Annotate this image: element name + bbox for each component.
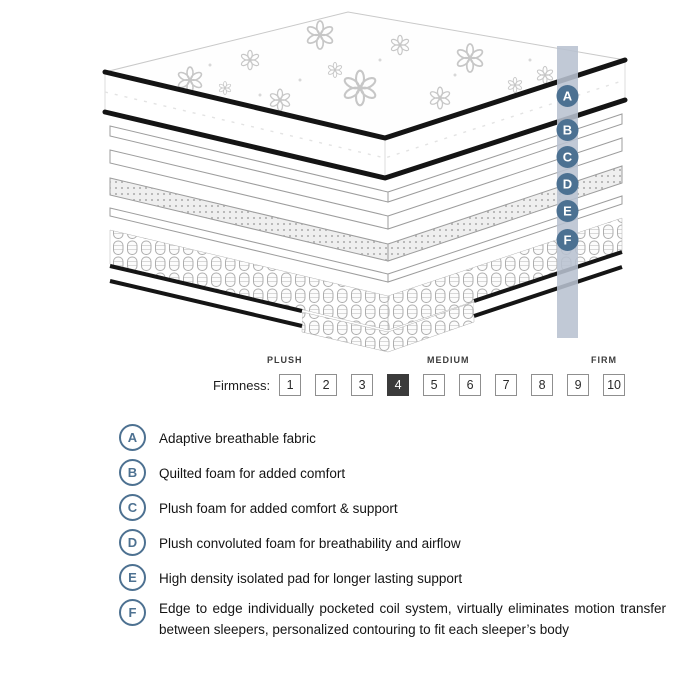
plush-label: PLUSH xyxy=(267,355,303,365)
layer-badge-f: F xyxy=(556,229,579,251)
firmness-level-1: 1 xyxy=(279,374,302,396)
legend-badge-d: D xyxy=(119,529,146,556)
svg-text:F: F xyxy=(564,233,572,248)
layer-legend: A Adaptive breathable fabric B Quilted f… xyxy=(119,424,666,641)
layer-badge-c: C xyxy=(556,146,579,168)
legend-badge-f: F xyxy=(119,599,146,626)
legend-text-d: Plush convoluted foam for breathability … xyxy=(159,535,461,551)
firmness-level-5: 5 xyxy=(423,374,446,396)
firmness-title: Firmness: xyxy=(213,377,271,393)
svg-text:A: A xyxy=(563,89,573,104)
firmness-level-4-selected: 4 xyxy=(387,374,410,396)
legend-item-c: C Plush foam for added comfort & support xyxy=(119,494,666,521)
medium-label: MEDIUM xyxy=(427,355,470,365)
legend-item-d: D Plush convoluted foam for breathabilit… xyxy=(119,529,666,556)
firmness-scale: PLUSH MEDIUM FIRM Firmness: 1 2 3 4 5 6 … xyxy=(0,355,700,396)
layer-badge-e: E xyxy=(556,200,579,222)
legend-item-e: E High density isolated pad for longer l… xyxy=(119,564,666,591)
legend-text-f: Edge to edge individually pocketed coil … xyxy=(159,601,666,637)
svg-text:E: E xyxy=(563,204,572,219)
firmness-range-labels: PLUSH MEDIUM FIRM xyxy=(0,355,700,368)
layer-badge-a: A xyxy=(556,85,579,107)
legend-item-a: A Adaptive breathable fabric xyxy=(119,424,666,451)
layer-f-pocketed-coils xyxy=(109,217,623,353)
layer-a-top-mattress xyxy=(102,11,628,181)
firm-label: FIRM xyxy=(591,355,617,365)
layer-badge-d: D xyxy=(556,173,579,195)
legend-text-a: Adaptive breathable fabric xyxy=(159,430,316,446)
firmness-level-9: 9 xyxy=(567,374,590,396)
legend-item-f: F Edge to edge individually pocketed coi… xyxy=(119,599,666,641)
firmness-row: Firmness: 1 2 3 4 5 6 7 8 9 10 xyxy=(0,374,700,396)
firmness-level-2: 2 xyxy=(315,374,338,396)
legend-badge-b: B xyxy=(119,459,146,486)
svg-text:B: B xyxy=(563,123,572,138)
firmness-level-3: 3 xyxy=(351,374,374,396)
firmness-level-8: 8 xyxy=(531,374,554,396)
legend-text-b: Quilted foam for added comfort xyxy=(159,465,346,481)
legend-item-b: B Quilted foam for added comfort xyxy=(119,459,666,486)
layer-badge-b: B xyxy=(556,119,579,141)
legend-badge-a: A xyxy=(119,424,146,451)
legend-badge-e: E xyxy=(119,564,146,591)
legend-text-e: High density isolated pad for longer las… xyxy=(159,570,463,586)
quilt-floral-pattern xyxy=(176,20,555,112)
svg-text:C: C xyxy=(563,150,573,165)
svg-text:D: D xyxy=(563,177,572,192)
mattress-exploded-illustration: A B C D E F xyxy=(102,11,628,353)
firmness-level-10: 10 xyxy=(603,374,626,396)
firmness-level-6: 6 xyxy=(459,374,482,396)
legend-badge-c: C xyxy=(119,494,146,521)
legend-text-c: Plush foam for added comfort & support xyxy=(159,500,398,516)
firmness-level-7: 7 xyxy=(495,374,518,396)
